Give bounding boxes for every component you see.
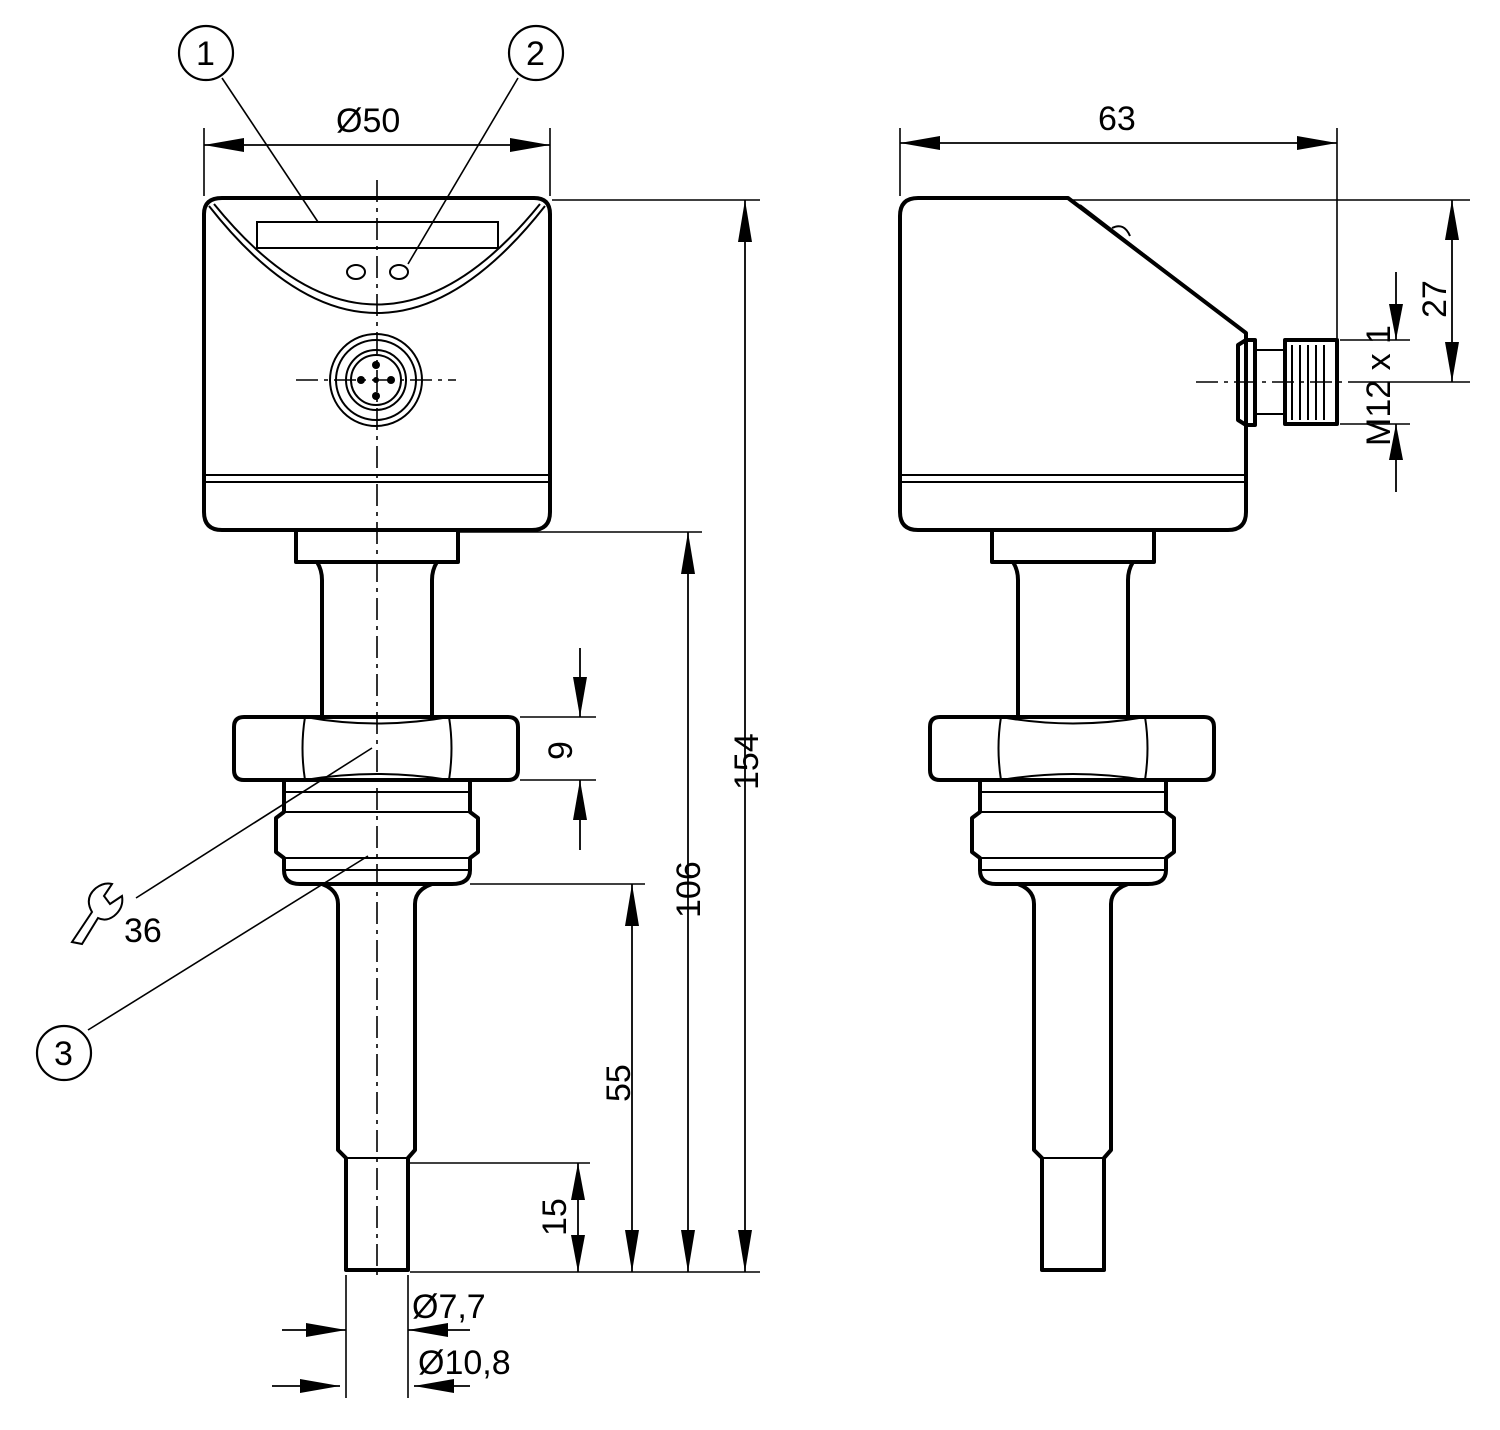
dim-63: 63 <box>1098 100 1136 138</box>
svg-text:2: 2 <box>526 35 545 73</box>
dim-diameter-50: Ø50 <box>336 102 400 140</box>
dim-9: 9 <box>542 741 580 760</box>
dim-27: 27 <box>1416 280 1454 318</box>
dim-m12x1: M12 x 1 <box>1360 325 1398 446</box>
wrench-icon <box>70 882 124 946</box>
dim-55: 55 <box>600 1064 638 1102</box>
dim-154: 154 <box>728 733 766 790</box>
callout-2: 2 <box>507 24 565 82</box>
dim-106: 106 <box>670 861 708 918</box>
dim-diameter-7-7: Ø7,7 <box>412 1288 486 1326</box>
wrench-size-label: 36 <box>124 912 162 950</box>
svg-text:1: 1 <box>196 35 215 73</box>
side-view <box>898 196 1350 1272</box>
dim-diameter-10-8: Ø10,8 <box>418 1344 511 1382</box>
front-view <box>202 180 552 1275</box>
hex-nut-front <box>232 715 520 782</box>
svg-text:3: 3 <box>54 1035 73 1073</box>
front-housing <box>202 196 552 532</box>
callout-1: 1 <box>177 24 235 82</box>
dim-15: 15 <box>536 1198 574 1236</box>
side-housing <box>898 196 1248 532</box>
callout-3: 3 <box>35 1024 93 1082</box>
